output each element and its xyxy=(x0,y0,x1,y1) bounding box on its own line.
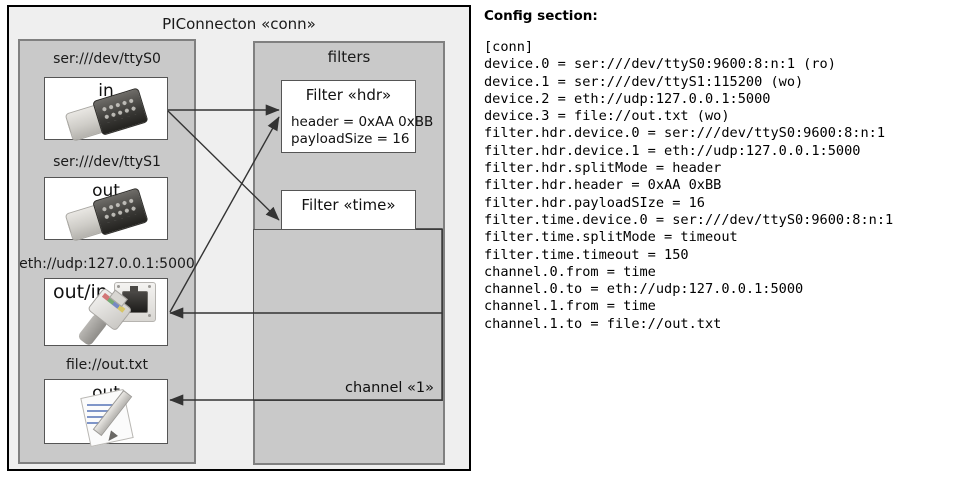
channel-label-1: channel «1» xyxy=(345,380,434,396)
text-document-icon xyxy=(80,388,139,448)
filter-prop-payloadsize: payloadSize = 16 xyxy=(291,131,410,147)
filters-panel-title: filters xyxy=(327,48,371,66)
device-box-eth[interactable]: out/in xyxy=(44,278,168,347)
filter-box-hdr[interactable]: Filter «hdr» header = 0xAA 0xBB payloadS… xyxy=(281,80,433,153)
channel-box-1[interactable]: channel «1» xyxy=(253,229,443,401)
device-label-eth: eth://udp:127.0.0.1:5000 xyxy=(19,256,195,272)
config-section: Config section: [conn] device.0 = ser://… xyxy=(484,8,960,333)
device-box-ttys1[interactable]: out xyxy=(44,177,168,242)
config-text: [conn] device.0 = ser:///dev/ttyS0:9600:… xyxy=(484,39,894,332)
device-label-ttys0: ser:///dev/ttyS0 xyxy=(53,51,161,67)
device-label-ttys1: ser:///dev/ttyS1 xyxy=(53,154,161,170)
filter-title-hdr: Filter «hdr» xyxy=(305,86,392,104)
filter-prop-header: header = 0xAA 0xBB xyxy=(291,114,434,130)
device-label-file: file://out.txt xyxy=(65,357,149,373)
device-box-file[interactable]: out xyxy=(44,379,168,448)
filter-title-time: Filter «time» xyxy=(301,196,396,214)
device-box-ttys0[interactable]: in xyxy=(44,77,168,142)
device-direction-eth: out/in xyxy=(53,281,108,303)
diagram-title: PIConnecton «conn» xyxy=(162,15,316,33)
config-heading: Config section: xyxy=(484,8,598,24)
